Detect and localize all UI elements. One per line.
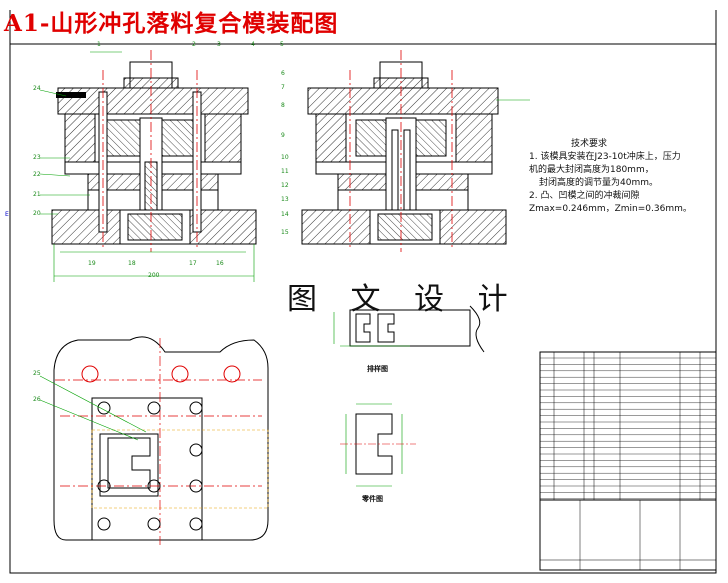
callout-13: 13 bbox=[281, 196, 289, 203]
title-block bbox=[539, 351, 717, 571]
callout-9: 9 bbox=[281, 132, 285, 139]
callout-11: 11 bbox=[281, 168, 289, 175]
tech-line: 机的最大封闭高度为180mm， bbox=[529, 165, 654, 175]
front-section-view-right bbox=[301, 50, 530, 252]
callout-12: 12 bbox=[281, 182, 289, 189]
strip-layout-caption: 排样图 bbox=[367, 365, 388, 373]
callout-7: 7 bbox=[281, 84, 285, 91]
tech-line: 封闭高度的调节量为40mm。 bbox=[539, 178, 658, 188]
strip-layout-view bbox=[333, 305, 485, 353]
tech-line: 1. 该模具安装在J23-10t冲床上，压力 bbox=[529, 152, 681, 162]
technical-requirements: 技术要求 1. 该模具安装在J23-10t冲床上，压力 机的最大封闭高度为180… bbox=[529, 138, 692, 216]
callout-26: 26 bbox=[33, 396, 41, 403]
watermark-text: 图 文 设 计 bbox=[287, 282, 520, 317]
part-view bbox=[340, 403, 416, 487]
callout-16: 16 bbox=[216, 260, 224, 267]
callout-19: 19 bbox=[88, 260, 96, 267]
callout-2: 2 bbox=[192, 41, 196, 48]
sheet-border bbox=[9, 43, 717, 574]
callout-3: 3 bbox=[217, 41, 221, 48]
svg-text:E: E bbox=[5, 211, 9, 218]
tech-heading: 技术要求 bbox=[571, 139, 608, 149]
drawing-title: A1-山形冲孔落料复合模装配图 bbox=[4, 10, 339, 37]
callout-18: 18 bbox=[128, 260, 136, 267]
callout-10: 10 bbox=[281, 154, 289, 161]
callout-20: 20 bbox=[33, 210, 41, 217]
dimension-200: 200 bbox=[148, 272, 160, 279]
callout-4: 4 bbox=[251, 41, 255, 48]
callout-8: 8 bbox=[281, 102, 285, 109]
callout-14: 14 bbox=[281, 211, 289, 218]
callout-25: 25 bbox=[33, 370, 41, 377]
callout-15: 15 bbox=[281, 229, 289, 236]
tech-line: 2. 凸、凹模之间的冲裁间隙 bbox=[529, 191, 640, 201]
callout-5: 5 bbox=[280, 41, 284, 48]
parts-list-rows bbox=[540, 357, 716, 499]
callout-21: 21 bbox=[33, 191, 41, 198]
callout-24: 24 bbox=[33, 85, 41, 92]
callout-22: 22 bbox=[33, 171, 41, 178]
callout-1: 1 bbox=[97, 41, 101, 48]
front-section-view-left bbox=[39, 50, 257, 282]
plan-view bbox=[39, 336, 269, 545]
callout-17: 17 bbox=[189, 260, 197, 267]
tech-line: Zmax=0.246mm，Zmin=0.36mm。 bbox=[529, 204, 692, 214]
callout-23: 23 bbox=[33, 154, 41, 161]
callout-6: 6 bbox=[281, 70, 285, 77]
part-drawing-caption: 零件图 bbox=[362, 495, 383, 503]
